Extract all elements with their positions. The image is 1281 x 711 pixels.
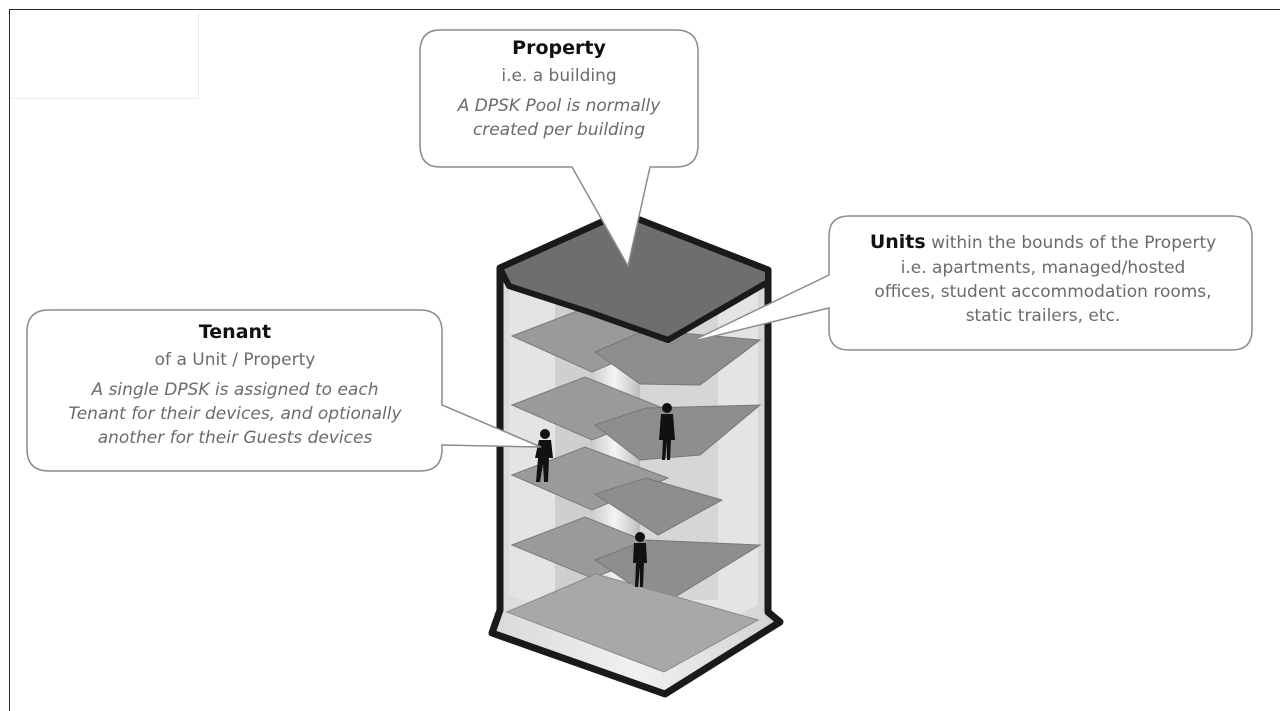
tenant-callout: Tenant of a Unit / Property A single DPS… (30, 318, 440, 450)
person-silhouette-icon (633, 532, 647, 587)
tenant-callout-bubble (26, 309, 542, 472)
units-callout-bubble (689, 215, 1253, 351)
floor-slabs (510, 307, 762, 606)
ground-slab (505, 573, 760, 673)
property-description-line: created per building (472, 120, 646, 140)
property-callout-bubble (419, 29, 699, 269)
property-title: Property (512, 37, 606, 59)
property-description-line: A DPSK Pool is normally (457, 96, 661, 116)
tenant-description: A single DPSK is assigned to each Tenant… (30, 378, 440, 450)
tenant-description-line: Tenant for their devices, and optionally (68, 404, 402, 424)
units-title-suffix: within the bounds of the Property (925, 233, 1217, 253)
floor-slab (593, 404, 762, 461)
units-description-line: static trailers, etc. (965, 306, 1121, 326)
property-subtitle: i.e. a building (501, 66, 617, 86)
tenant-subtitle: of a Unit / Property (154, 350, 316, 370)
blank-corner-panel (10, 10, 199, 99)
units-title: Units (869, 231, 926, 253)
floor-slab (593, 329, 762, 386)
floor-slab (593, 477, 724, 536)
person-silhouette-icon (535, 429, 553, 482)
units-heading: Units within the bounds of the Property (833, 229, 1253, 256)
image-frame (9, 9, 1280, 711)
roof (497, 210, 771, 343)
tenant-description-line: A single DPSK is assigned to each (91, 380, 379, 400)
property-callout: Property i.e. a building A DPSK Pool is … (424, 34, 694, 142)
person-silhouette-icon (659, 403, 675, 460)
tenant-description-line: another for their Guests devices (97, 428, 373, 448)
units-description-line: i.e. apartments, managed/hosted (900, 258, 1186, 278)
units-callout: Units within the bounds of the Property … (833, 229, 1253, 328)
units-description-line: offices, student accommodation rooms, (874, 282, 1212, 302)
property-description: A DPSK Pool is normally created per buil… (424, 94, 694, 142)
tenant-title: Tenant (198, 321, 272, 343)
units-description: i.e. apartments, managed/hosted offices,… (833, 256, 1253, 328)
